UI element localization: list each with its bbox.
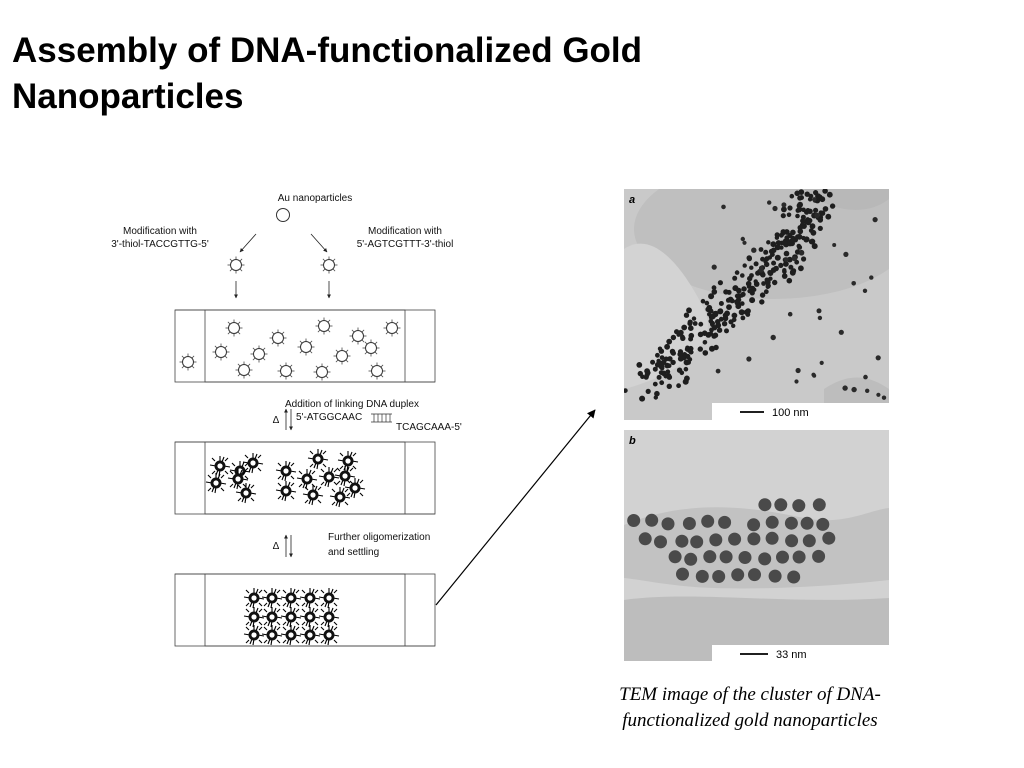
solution-box-aggregates: [174, 441, 436, 515]
caption-line-1: TEM image of the cluster of DNA-: [619, 684, 881, 705]
duplex-ladder-symbol: [371, 413, 392, 423]
bare-gold-nanoparticle: [276, 208, 290, 222]
dispersed-nanoparticles: [179, 317, 401, 381]
linking-duplex-label: Addition of linking DNA duplex: [285, 399, 419, 410]
tem-a-nanoparticles: [624, 189, 887, 402]
slide-title: Assembly of DNA-functionalized Gold Nano…: [12, 31, 643, 116]
delta-symbol-1: Δ: [273, 415, 280, 426]
scale-label-a: 100 nm: [772, 407, 809, 419]
linker-right-sequence: TCAGCAAA-5': [396, 422, 462, 433]
modified-nanoparticle-right: [320, 256, 338, 274]
au-nanoparticles-label: Au nanoparticles: [278, 193, 353, 204]
panel-label-b: b: [629, 435, 636, 447]
tem-b-nanoparticles: [627, 498, 836, 584]
left-sequence-label: 3'-thiol-TACCGTTG-5': [111, 239, 209, 250]
panel-label-a: a: [629, 194, 635, 206]
tem-caption: TEM image of the cluster of DNA- functio…: [565, 682, 935, 734]
scale-label-b: 33 nm: [776, 649, 807, 661]
aggregated-nanoparticles: [205, 448, 366, 508]
assembly-scheme: Au nanoparticles Modification with 3'-th…: [111, 193, 462, 647]
delta-symbol-2: Δ: [273, 541, 280, 552]
right-sequence-label: 5'-AGTCGTTT-3'-thiol: [357, 239, 454, 250]
modified-nanoparticle-left: [227, 256, 245, 274]
tem-image-panel-a: 100 nm a: [624, 189, 889, 420]
settling-label: and settling: [328, 547, 379, 558]
settled-nanoparticle-lattice: [243, 587, 340, 646]
right-modification-label: Modification with: [368, 226, 442, 237]
tem-image-panel-b: 33 nm b: [624, 430, 889, 661]
linker-left-sequence: 5'-ATGGCAAC: [296, 412, 362, 423]
left-modification-label: Modification with: [123, 226, 197, 237]
solution-box-dispersed: [174, 309, 436, 383]
caption-line-2: functionalized gold nanoparticles: [622, 710, 878, 731]
oligomerization-label: Further oligomerization: [328, 532, 430, 543]
solution-box-settled: [174, 573, 436, 647]
